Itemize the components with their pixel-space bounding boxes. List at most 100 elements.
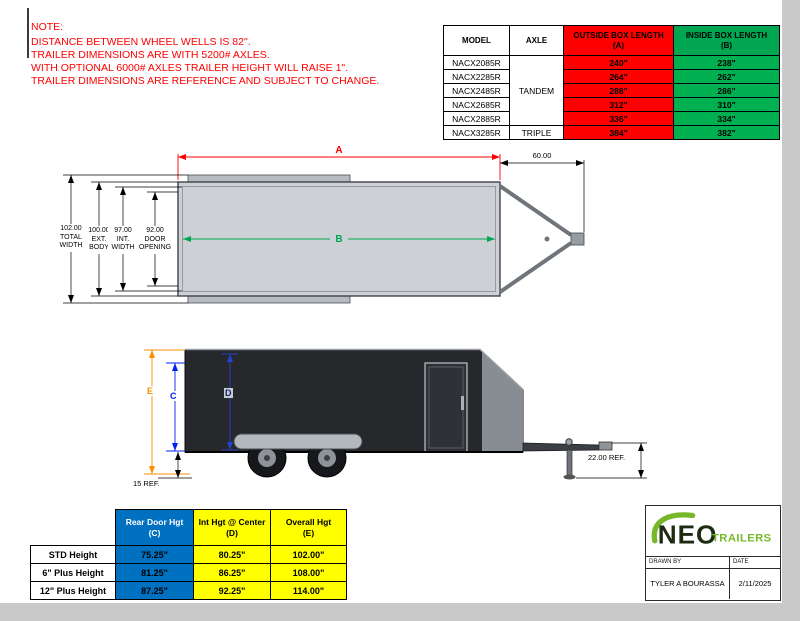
notes-block: NOTE: DISTANCE BETWEEN WHEEL WELLS IS 82… xyxy=(31,21,379,88)
header-outside-box-length: OUTSIDE BOX LENGTH (A) xyxy=(563,25,674,56)
height-table-header: Rear Door Hgt (C) Int Hgt @ Center (D) O… xyxy=(31,509,347,546)
int-hgt-value: 86.25" xyxy=(193,563,271,582)
dim-int-width-label: 97.00 INT. WIDTH xyxy=(108,226,138,254)
header-line1: Rear Door Hgt xyxy=(125,517,184,527)
note-line: WITH OPTIONAL 6000# AXLES TRAILER HEIGHT… xyxy=(31,62,349,74)
table-row: NACX2485R 288" 286" xyxy=(443,83,780,98)
row-label: 12" Plus Height xyxy=(30,581,116,600)
dim-word: INT. xyxy=(116,235,130,243)
header-line1: Int Hgt @ Center xyxy=(198,517,266,527)
fender-bottom xyxy=(187,295,351,304)
header-outside-line2: (A) xyxy=(612,40,625,50)
header-axle: AXLE xyxy=(509,25,564,56)
overall-hgt-value: 102.00" xyxy=(270,545,347,564)
outside-length: 336" xyxy=(563,111,674,126)
roof-trim xyxy=(185,348,524,391)
trailer-top-view: A 60.00 B xyxy=(63,145,585,304)
sheet-margin-right xyxy=(782,0,800,621)
table-row: NACX2085R TANDEM 240" 238" xyxy=(443,55,780,126)
tongue-bar xyxy=(498,241,573,294)
model-name: NACX2485R xyxy=(443,83,510,98)
inside-length: 238" xyxy=(673,55,780,70)
dim-door-opening-label: 92.00 DOOR OPENING xyxy=(136,226,174,254)
model-name: NACX2085R xyxy=(443,55,510,70)
width-dimension-lines xyxy=(63,174,188,304)
overall-hgt-value: 108.00" xyxy=(270,563,347,582)
title-block: NEO TRAILERS DRAWN BY DATE TYLER A BOURA… xyxy=(645,505,781,601)
coupler xyxy=(598,441,613,451)
jack-handle xyxy=(565,438,573,446)
model-table-header: MODEL AXLE OUTSIDE BOX LENGTH (A) INSIDE… xyxy=(443,25,780,56)
dim-b-label: B xyxy=(335,234,342,245)
table-row: NACX3285R TRIPLE 384" 382" xyxy=(443,125,780,140)
header-rear-door-hgt: Rear Door Hgt (C) xyxy=(115,509,194,546)
model-name: NACX2285R xyxy=(443,69,510,84)
table-row: 6" Plus Height 81.25" 86.25" 108.00" xyxy=(30,563,347,582)
outside-length: 264" xyxy=(563,69,674,84)
side-door xyxy=(424,362,468,453)
sheet-margin-bottom xyxy=(0,603,800,621)
drawn-by-value: TYLER A BOURASSA xyxy=(646,569,730,599)
header-int-hgt-center: Int Hgt @ Center (D) xyxy=(193,509,271,546)
logo-neo-text: NEO xyxy=(658,520,718,550)
inside-length: 286" xyxy=(673,83,780,98)
fender-top xyxy=(187,174,351,183)
dim-word: OPENING xyxy=(138,244,172,251)
dimension-coupler-height xyxy=(576,442,647,479)
neo-trailers-logo: NEO TRAILERS xyxy=(646,506,780,557)
header-line2: (E) xyxy=(302,527,315,538)
trailer-nose-panel xyxy=(482,352,523,451)
model-name: NACX3285R xyxy=(443,125,510,140)
interior-wall-line xyxy=(182,186,496,292)
logo-trailers-text: TRAILERS xyxy=(712,533,772,545)
outside-length: 240" xyxy=(563,55,674,70)
overall-hgt-value: 114.00" xyxy=(270,581,347,600)
dim-d-label: D xyxy=(224,388,233,398)
outside-length: 384" xyxy=(563,125,674,140)
table-row: 12" Plus Height 87.25" 92.25" 114.00" xyxy=(30,581,347,600)
jack xyxy=(566,449,573,477)
inside-length: 334" xyxy=(673,111,780,126)
header-inside-line1: INSIDE BOX LENGTH xyxy=(685,30,768,40)
dim-word: DOOR xyxy=(144,235,166,243)
dim-value: 92.00 xyxy=(146,227,164,234)
model-spec-table: MODEL AXLE OUTSIDE BOX LENGTH (A) INSIDE… xyxy=(443,25,780,140)
rear-ref-label: 15 REF. xyxy=(133,479,160,488)
date-value: 2/11/2025 xyxy=(738,579,772,588)
dimension-a: A xyxy=(177,145,501,180)
date-label: DATE xyxy=(730,557,780,569)
header-inside-line2: (B) xyxy=(720,40,733,50)
dimension-tongue: 60.00 xyxy=(500,151,585,232)
coupler-top xyxy=(570,232,585,246)
header-line2: (D) xyxy=(226,527,238,538)
dim-tongue-label: 60.00 xyxy=(533,151,552,160)
tongue-bar xyxy=(498,184,573,237)
dimension-b: B xyxy=(183,231,495,245)
header-outside-line1: OUTSIDE BOX LENGTH xyxy=(573,30,664,40)
table-row: NACX2285R 264" 262" xyxy=(443,69,780,84)
table-row: STD Height 75.25" 80.25" 102.00" xyxy=(30,545,347,564)
title-block-values: TYLER A BOURASSA 2/11/2025 xyxy=(646,569,780,599)
tongue xyxy=(522,442,600,452)
model-name: NACX2885R xyxy=(443,111,510,126)
drawn-by-label: DRAWN BY xyxy=(646,557,730,569)
title-block-labels: DRAWN BY DATE xyxy=(646,557,780,569)
rear-door-hgt-value: 87.25" xyxy=(115,581,194,600)
int-hgt-value: 80.25" xyxy=(193,545,271,564)
logo-swoosh xyxy=(651,512,696,544)
note-line: TRAILER DIMENSIONS ARE REFERENCE AND SUB… xyxy=(31,75,380,87)
row-label: STD Height xyxy=(30,545,116,564)
int-hgt-value: 92.25" xyxy=(193,581,271,600)
blank-cell xyxy=(31,510,116,546)
dim-value: 97.00 xyxy=(114,227,132,234)
dim-a-label: A xyxy=(335,145,342,156)
sheet-edge-line xyxy=(27,8,29,58)
header-line2: (C) xyxy=(148,527,161,538)
header-line1: Overall Hgt xyxy=(285,517,332,527)
outside-length: 288" xyxy=(563,83,674,98)
coupler-height-ref-label: 22.00 REF. xyxy=(588,453,626,462)
dimension-rear-ref xyxy=(158,452,192,479)
dimension-e xyxy=(144,349,190,475)
inside-length: 310" xyxy=(673,97,780,112)
